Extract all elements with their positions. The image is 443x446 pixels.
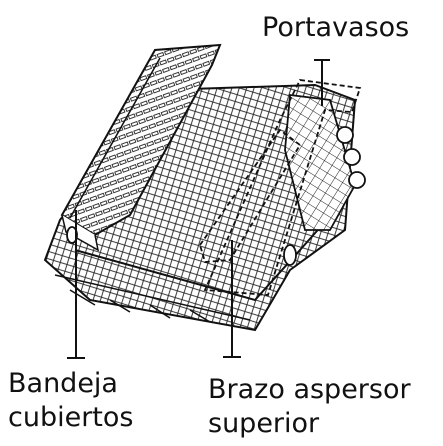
height-adjuster-knobs	[336, 126, 366, 189]
leader-bandeja	[67, 210, 85, 359]
leader-portavasos	[314, 59, 330, 106]
cutlery-tray	[60, 43, 222, 252]
label-portavasos: Portavasos	[262, 12, 410, 43]
leader-brazo	[223, 240, 241, 358]
cup-holder-outline	[203, 79, 362, 296]
label-bandeja-line1: Bandeja	[8, 368, 118, 399]
label-bandeja-line2: cubiertos	[8, 402, 134, 433]
label-brazo-line1: Brazo aspersor	[208, 374, 411, 405]
label-brazo-line2: superior	[208, 408, 320, 439]
cup-holder-rack	[284, 93, 356, 231]
rack-wheels	[66, 226, 297, 266]
spray-arm-outline	[199, 128, 302, 263]
